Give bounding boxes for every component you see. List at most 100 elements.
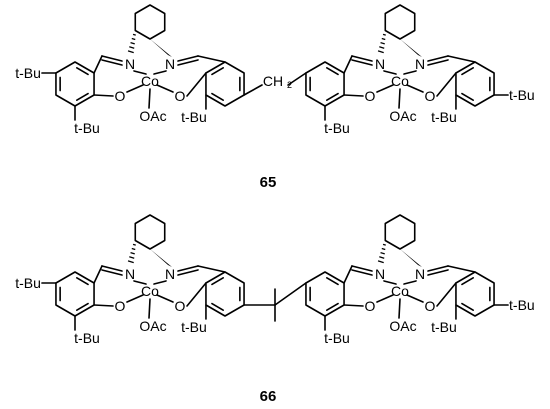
phenol-ring-double-bond	[461, 302, 475, 311]
hashed-bond	[131, 247, 136, 251]
co-oac-bond	[398, 88, 401, 109]
bridge-bond	[287, 72, 307, 86]
oxygen-label: O	[365, 88, 376, 104]
hashed-bond	[127, 50, 134, 54]
phenol-ring	[205, 271, 245, 317]
imine-double-bond-second	[351, 59, 373, 66]
imine-double-bond-second	[101, 59, 123, 66]
ring-oxygen-bond	[93, 94, 114, 97]
ring-imine-bond	[343, 265, 353, 284]
cobalt-label: Co	[141, 283, 159, 299]
oxygen-label: O	[425, 298, 436, 314]
nitrogen-label: N	[165, 56, 175, 72]
phenol-ring-double-bond	[461, 92, 475, 101]
o-co-bond	[406, 294, 424, 303]
methylene-subscript: 2	[287, 80, 292, 90]
ring-imine-bond	[447, 265, 476, 273]
imine-double-bond-second	[427, 269, 449, 276]
oxygen-label: O	[175, 88, 186, 104]
phenol-ring-double-bond	[461, 277, 475, 286]
ring-imine-bond	[93, 265, 103, 284]
acetate-label: OAc	[389, 108, 416, 124]
acetate-label: OAc	[389, 318, 416, 334]
phenol-ring	[455, 271, 495, 317]
nitrogen-label: N	[415, 266, 425, 282]
tert-butyl-label: t-Bu	[509, 297, 535, 313]
ring-oxygen-bond	[343, 304, 364, 307]
acetate-label: OAc	[139, 318, 166, 334]
bridge-bond	[243, 84, 263, 96]
tert-butyl-label: t-Bu	[15, 65, 41, 81]
oxygen-label: O	[425, 88, 436, 104]
bridge-bond	[274, 282, 307, 306]
cobalt-label: Co	[391, 73, 409, 89]
oxygen-label: O	[365, 298, 376, 314]
oxygen-label: O	[175, 298, 186, 314]
cyclohexane-ring	[384, 214, 416, 250]
hashed-bond	[382, 33, 386, 36]
o-co-bond	[376, 294, 394, 303]
phenol-ring-double-bond	[211, 67, 225, 76]
imine-double-bond	[427, 265, 449, 272]
phenol-ring-double-bond	[75, 277, 89, 286]
nitrogen-label: N	[415, 56, 425, 72]
phenol-ring-double-bond	[325, 302, 339, 311]
imine-double-bond-second	[177, 59, 199, 66]
tert-butyl-label: t-Bu	[181, 109, 207, 125]
n-co-bond	[383, 280, 397, 285]
nitrogen-label: N	[125, 56, 135, 72]
co-oac-bond	[148, 88, 151, 109]
ring-oxygen-bond	[436, 282, 457, 307]
imine-double-bond	[351, 265, 373, 272]
o-co-bond	[156, 294, 174, 303]
hashed-bond	[132, 243, 136, 246]
hashed-bond	[129, 256, 135, 259]
co-oac-bond	[148, 298, 151, 319]
ring-imine-bond	[447, 55, 476, 63]
n-co-bond	[153, 280, 167, 285]
wedge-bond	[400, 249, 422, 267]
hashed-bond	[377, 50, 384, 54]
ring-oxygen-bond	[436, 72, 457, 97]
o-co-bond	[406, 84, 424, 93]
phenol-ring-double-bond	[75, 92, 89, 101]
ring-oxygen-bond	[186, 72, 207, 97]
nitrogen-label: N	[125, 266, 135, 282]
hashed-bond	[130, 251, 135, 255]
ring-oxygen-bond	[93, 304, 114, 307]
o-co-bond	[156, 84, 174, 93]
tert-butyl-label: t-Bu	[431, 109, 457, 125]
n-co-bond	[153, 70, 167, 75]
imine-double-bond	[101, 55, 123, 62]
ring-oxygen-bond	[343, 94, 364, 97]
ring-imine-bond	[197, 265, 226, 273]
imine-double-bond-second	[427, 59, 449, 66]
acetate-label: OAc	[139, 108, 166, 124]
o-co-bond	[126, 294, 144, 303]
cyclohexane-ring	[134, 214, 166, 250]
imine-double-bond-second	[101, 269, 123, 276]
n-co-bond	[403, 70, 417, 75]
phenol-ring	[305, 271, 345, 317]
phenol-ring-double-bond	[325, 277, 339, 286]
phenol-ring	[55, 61, 95, 107]
phenol-ring-double-bond	[461, 67, 475, 76]
n-co-bond	[133, 280, 147, 285]
ring-imine-bond	[197, 55, 226, 63]
nitrogen-label: N	[165, 266, 175, 282]
phenol-ring-double-bond	[211, 92, 225, 101]
hashed-bond	[131, 37, 136, 41]
hashed-bond	[380, 41, 385, 45]
nitrogen-label: N	[375, 56, 385, 72]
hashed-bond	[127, 260, 134, 264]
methylene-bridge-label: CH	[263, 73, 283, 89]
wedge-bond	[400, 39, 422, 57]
tert-butyl-label: t-Bu	[74, 120, 100, 136]
tert-butyl-label: t-Bu	[509, 87, 535, 103]
n-co-bond	[383, 70, 397, 75]
phenol-ring	[55, 271, 95, 317]
imine-double-bond-second	[177, 269, 199, 276]
phenol-ring	[305, 61, 345, 107]
